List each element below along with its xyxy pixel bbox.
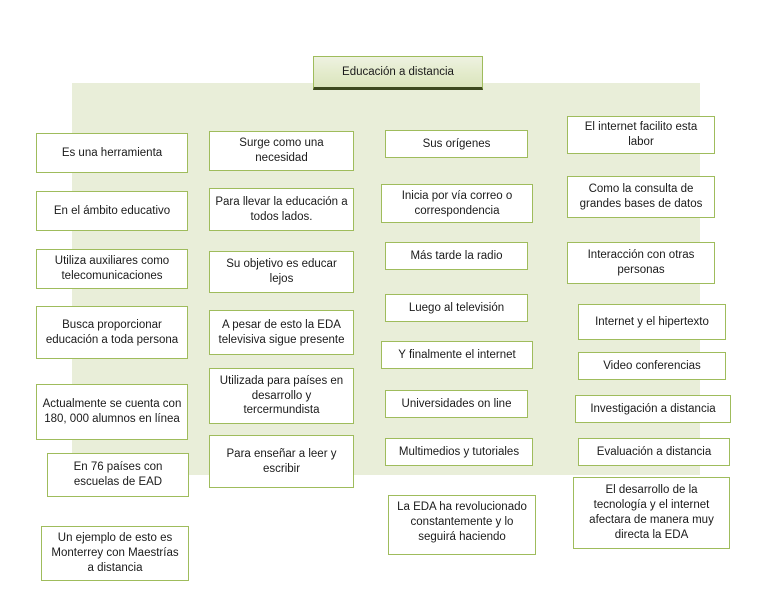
concept-node[interactable]: Para llevar la educación a todos lados. [209,188,354,231]
concept-node[interactable]: Su objetivo es educar lejos [209,251,354,293]
concept-node[interactable]: Surge como una necesidad [209,131,354,171]
concept-node[interactable]: Evaluación a distancia [578,438,730,466]
concept-node[interactable]: Utiliza auxiliares como telecomunicacion… [36,249,188,289]
concept-node[interactable]: Inicia por vía correo o correspondencia [381,184,533,223]
concept-node[interactable]: Luego al televisión [385,294,528,322]
concept-node[interactable]: Un ejemplo de esto es Monterrey con Maes… [41,526,189,581]
concept-node[interactable]: Como la consulta de grandes bases de dat… [567,176,715,218]
concept-node[interactable]: En el ámbito educativo [36,191,188,231]
concept-node[interactable]: Más tarde la radio [385,242,528,270]
concept-node[interactable]: Y finalmente el internet [381,341,533,369]
concept-node[interactable]: Universidades on line [385,390,528,418]
concept-node[interactable]: Utilizada para países en desarrollo y te… [209,368,354,424]
concept-node[interactable]: Video conferencias [578,352,726,380]
concept-node[interactable]: Es una herramienta [36,133,188,173]
concept-node[interactable]: Internet y el hipertexto [578,304,726,340]
concept-node[interactable]: Investigación a distancia [575,395,731,423]
concept-node[interactable]: El desarrollo de la tecnología y el inte… [573,477,730,549]
concept-node[interactable]: En 76 países con escuelas de EAD [47,453,189,497]
concept-node[interactable]: Sus orígenes [385,130,528,158]
concept-node[interactable]: Interacción con otras personas [567,242,715,284]
concept-node[interactable]: Actualmente se cuenta con 180, 000 alumn… [36,384,188,440]
concept-node[interactable]: Busca proporcionar educación a toda pers… [36,306,188,359]
concept-node[interactable]: Para enseñar a leer y escribir [209,435,354,488]
concept-node[interactable]: El internet facilito esta labor [567,116,715,154]
concept-node[interactable]: A pesar de esto la EDA televisiva sigue … [209,310,354,355]
root-node-educacion-a-distancia[interactable]: Educación a distancia [313,56,483,90]
concept-node[interactable]: La EDA ha revolucionado constantemente y… [388,495,536,555]
concept-node[interactable]: Multimedios y tutoriales [385,438,533,466]
